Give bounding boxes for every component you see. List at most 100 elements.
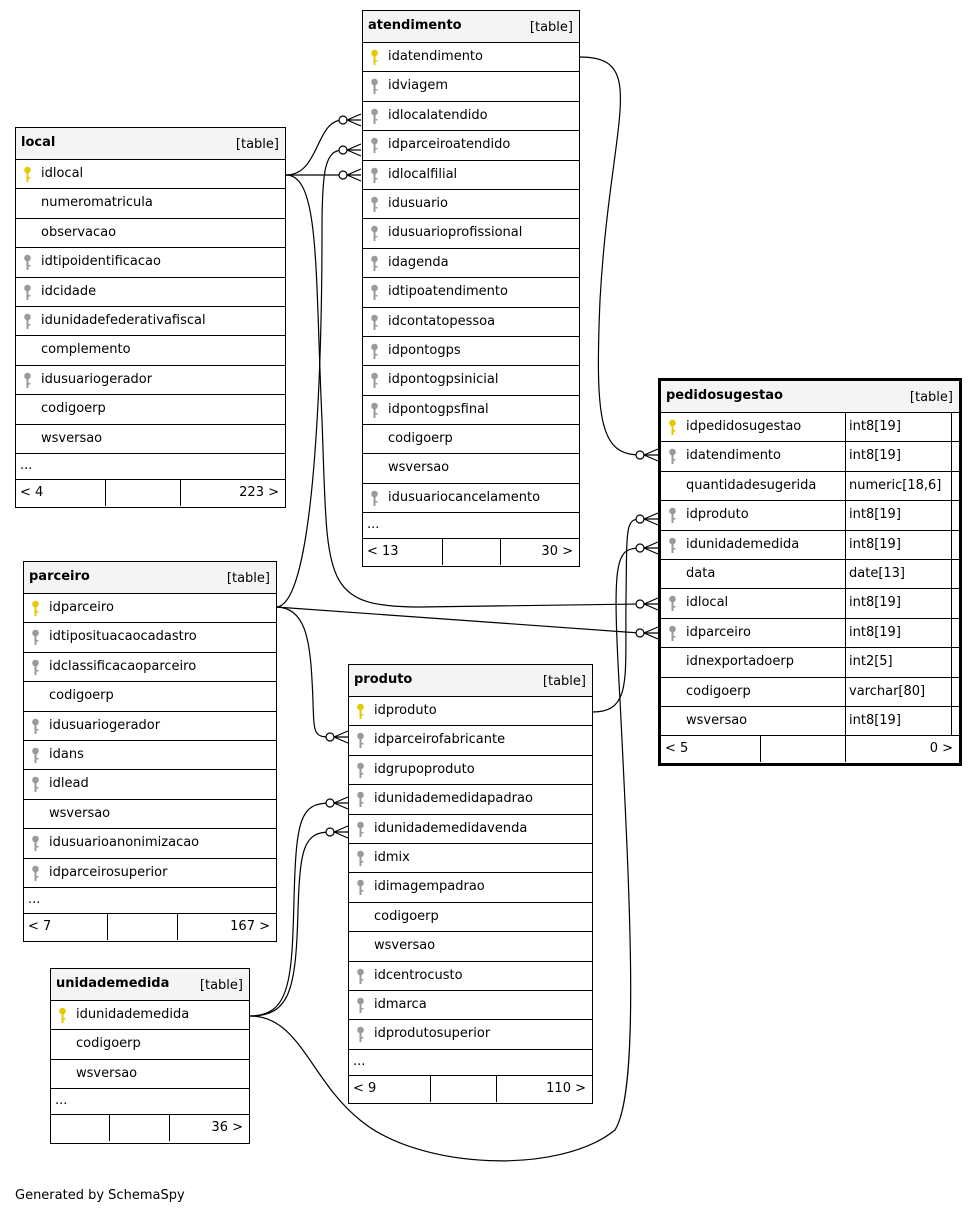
column-row[interactable]: idparceirofabricante (349, 726, 592, 756)
column-row[interactable]: idmix (349, 844, 592, 874)
column-row[interactable]: idusuarioanonimizacao (24, 829, 276, 859)
column-row[interactable]: codigoerp (16, 395, 285, 425)
column-row[interactable]: codigoerp (363, 425, 579, 455)
column-row[interactable]: wsversao (363, 454, 579, 484)
column-row[interactable]: idparceirosuperior (24, 859, 276, 888)
column-row[interactable]: idtipoidentificacao (16, 248, 285, 278)
child-count[interactable]: 110 > (546, 1080, 586, 1096)
column-name: idusuariogerador (49, 717, 161, 733)
column-row[interactable]: idlocalfilial (363, 161, 579, 190)
parent-count[interactable]: < 5 (665, 741, 689, 757)
column-row[interactable]: wsversao (51, 1060, 249, 1090)
foreign-key-icon (24, 254, 31, 271)
parent-count[interactable]: < 13 (367, 544, 399, 560)
column-row[interactable]: idatendimento (363, 43, 579, 73)
parent-count[interactable]: < 4 (20, 484, 44, 500)
column-row[interactable]: idusuario (363, 190, 579, 220)
column-row[interactable]: idunidademedidapadrao (349, 785, 592, 815)
column-name: codigoerp (388, 431, 453, 447)
column-row[interactable]: idunidademedidavenda (349, 815, 592, 844)
column-row[interactable]: idcentrocusto (349, 962, 592, 991)
column-row[interactable]: idpontogpsfinal (363, 396, 579, 426)
column-row[interactable]: complemento (16, 336, 285, 366)
relation-endpoint (635, 628, 645, 638)
parent-count[interactable]: < 9 (353, 1080, 377, 1096)
table-header[interactable]: unidademedida [table] (51, 969, 249, 1001)
column-row[interactable]: idcidade (16, 278, 285, 307)
table-header[interactable]: parceiro [table] (24, 562, 276, 594)
crowfoot (643, 448, 659, 462)
column-name: codigoerp (686, 683, 751, 699)
column-row[interactable]: codigoerp (349, 903, 592, 933)
parent-count[interactable]: < 7 (28, 918, 52, 934)
column-row[interactable]: numeromatricula (16, 189, 285, 219)
column-row[interactable]: codigoerp (24, 682, 276, 712)
table-header[interactable]: atendimento [table] (363, 11, 579, 43)
column-row[interactable]: idclassificacaoparceiro (24, 653, 276, 683)
column-row[interactable]: idcontatopessoa (363, 308, 579, 337)
column-row[interactable]: idunidadefederativafiscal (16, 307, 285, 337)
column-row[interactable]: codigoerp (51, 1030, 249, 1060)
column-pad (951, 471, 959, 501)
column-row[interactable]: observacao (16, 219, 285, 249)
column-row[interactable]: idunidademedida (51, 1001, 249, 1031)
column-row[interactable]: idproduto (349, 697, 592, 727)
column-row[interactable]: idtipoatendimento (363, 278, 579, 308)
table-header[interactable]: produto [table] (349, 665, 592, 697)
column-row[interactable]: wsversao (349, 932, 592, 962)
column-cell: codigoerp (349, 903, 592, 931)
column-row[interactable]: idusuarioprofissional (363, 219, 579, 249)
column-row[interactable]: idlead (24, 770, 276, 800)
column-row[interactable]: idusuariogerador (16, 366, 285, 396)
column-row[interactable]: wsversao (16, 425, 285, 454)
child-count[interactable]: 167 > (230, 918, 270, 934)
column-row[interactable]: idusuariocancelamento (363, 484, 579, 514)
table-header[interactable]: local [table] (16, 128, 285, 160)
column-row[interactable]: idusuariogerador (24, 712, 276, 741)
table-header[interactable]: pedidosugestao [table] (661, 381, 959, 413)
column-name: idlead (49, 776, 89, 792)
child-count[interactable]: 0 > (929, 741, 953, 757)
child-count[interactable]: 223 > (239, 484, 279, 500)
column-row[interactable]: idlocal (16, 160, 285, 190)
column-row[interactable]: idviagem (363, 72, 579, 102)
column-row[interactable]: idprodutosuperior (349, 1020, 592, 1050)
column-cell: quantidadesugerida (661, 472, 845, 500)
column-row[interactable]: idans (24, 741, 276, 771)
foreign-key-icon (669, 449, 676, 465)
column-row[interactable]: idparceiroatendido (363, 131, 579, 161)
child-count[interactable]: 36 > (211, 1120, 243, 1136)
column-row[interactable]: idparceiro (24, 594, 276, 624)
child-count[interactable]: 30 > (541, 544, 573, 560)
column-row[interactable]: wsversao (24, 800, 276, 830)
column-row[interactable]: idpontogps (363, 337, 579, 367)
foreign-key-icon (357, 762, 364, 778)
column-row[interactable]: idlocalatendido (363, 102, 579, 132)
table-name: produto (354, 672, 413, 687)
column-row[interactable]: idagenda (363, 249, 579, 279)
column-row[interactable]: idtiposituacaocadastro (24, 623, 276, 653)
column-row[interactable]: idmarca (349, 991, 592, 1021)
column-cell: wsversao (24, 800, 276, 828)
column-row[interactable]: idimagempadrao (349, 873, 592, 903)
column-row[interactable]: idgrupoproduto (349, 756, 592, 786)
column-row[interactable]: idpontogpsinicial (363, 366, 579, 396)
column-pad (951, 618, 959, 648)
